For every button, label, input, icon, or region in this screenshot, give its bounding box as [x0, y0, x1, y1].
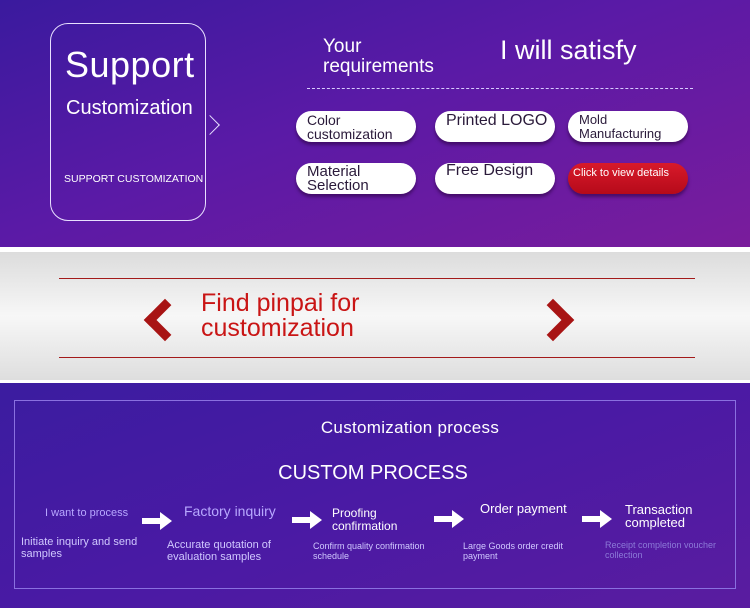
- step-3-desc-line-2: schedule: [313, 551, 350, 561]
- step-5-title: Transaction completed: [625, 503, 692, 529]
- step-3-title-line-1: Proofing: [332, 506, 377, 520]
- option-free-design[interactable]: Free Design: [435, 163, 555, 194]
- option-label-line-2: Selection: [307, 176, 369, 194]
- option-label-line-1: Color: [307, 111, 341, 128]
- option-label: Free Design: [446, 162, 534, 179]
- customization-subtitle: Customization: [66, 97, 193, 119]
- find-line-1: Find pinpai for: [201, 289, 360, 317]
- option-printed-logo[interactable]: Printed LOGO: [435, 111, 555, 142]
- find-line-2: customization: [201, 314, 354, 342]
- option-label-line-1: Mold: [579, 111, 608, 127]
- step-5-desc-line-2: collection: [605, 550, 643, 560]
- band-bottom-rule: [59, 357, 695, 358]
- step-4-desc-line-2: payment: [463, 551, 498, 561]
- option-label-line-2: customization: [307, 125, 393, 142]
- satisfy-heading: I will satisfy: [500, 35, 637, 65]
- step-4-title: Order payment: [480, 501, 567, 516]
- process-section: [0, 383, 750, 608]
- requirements-heading: Your requirements: [323, 37, 434, 77]
- support-customization-caption: SUPPORT CUSTOMIZATION: [64, 173, 204, 185]
- step-2-description: Accurate quotation of evaluation samples: [167, 539, 271, 563]
- arrow-right-icon: [142, 512, 172, 530]
- view-details-label: Click to view details: [573, 167, 669, 179]
- arrow-right-icon: [292, 511, 322, 529]
- step-4-desc-line-1: Large Goods order credit: [463, 541, 564, 551]
- option-label: Printed LOGO: [446, 112, 548, 129]
- view-details-button[interactable]: Click to view details: [568, 163, 688, 194]
- dashed-divider: [307, 88, 693, 89]
- step-2-title: Factory inquiry: [184, 503, 276, 519]
- step-1-desc-line-1: Initiate inquiry and send: [21, 536, 138, 548]
- step-5-title-line-2: completed: [625, 515, 685, 530]
- band-top-rule: [59, 278, 695, 279]
- step-5-title-line-1: Transaction: [625, 502, 693, 517]
- find-brand-heading: Find pinpai for customization: [201, 291, 359, 341]
- process-title: Customization process: [320, 418, 500, 437]
- step-5-desc-line-1: Receipt completion voucher: [605, 540, 717, 550]
- requirements-line-1: Your: [323, 36, 362, 57]
- support-title: Support: [65, 44, 195, 85]
- step-5-description: Receipt completion voucher collection: [605, 540, 716, 560]
- option-label-line-1: Material: [307, 162, 361, 180]
- step-3-title: Proofing confirmation: [332, 507, 397, 533]
- step-3-desc-line-1: Confirm quality confirmation: [313, 541, 425, 551]
- requirements-line-2: requirements: [323, 56, 434, 77]
- arrow-right-icon: [582, 510, 612, 528]
- step-3-description: Confirm quality confirmation schedule: [313, 541, 425, 561]
- process-caps-title: CUSTOM PROCESS: [278, 462, 468, 484]
- step-1-desc-line-2: samples: [21, 548, 62, 560]
- option-label-line-2: Manufacturing: [579, 125, 662, 141]
- find-brand-band: [0, 252, 750, 380]
- step-4-description: Large Goods order credit payment: [463, 541, 563, 561]
- step-2-desc-line-1: Accurate quotation of: [167, 539, 271, 551]
- support-speech-bubble: [50, 23, 206, 221]
- step-3-title-line-2: confirmation: [332, 519, 398, 533]
- step-1-title: I want to process: [45, 507, 129, 519]
- arrow-right-icon: [434, 510, 464, 528]
- step-2-desc-line-2: evaluation samples: [167, 551, 262, 563]
- process-frame: [14, 400, 736, 589]
- step-1-description: Initiate inquiry and send samples: [21, 536, 137, 560]
